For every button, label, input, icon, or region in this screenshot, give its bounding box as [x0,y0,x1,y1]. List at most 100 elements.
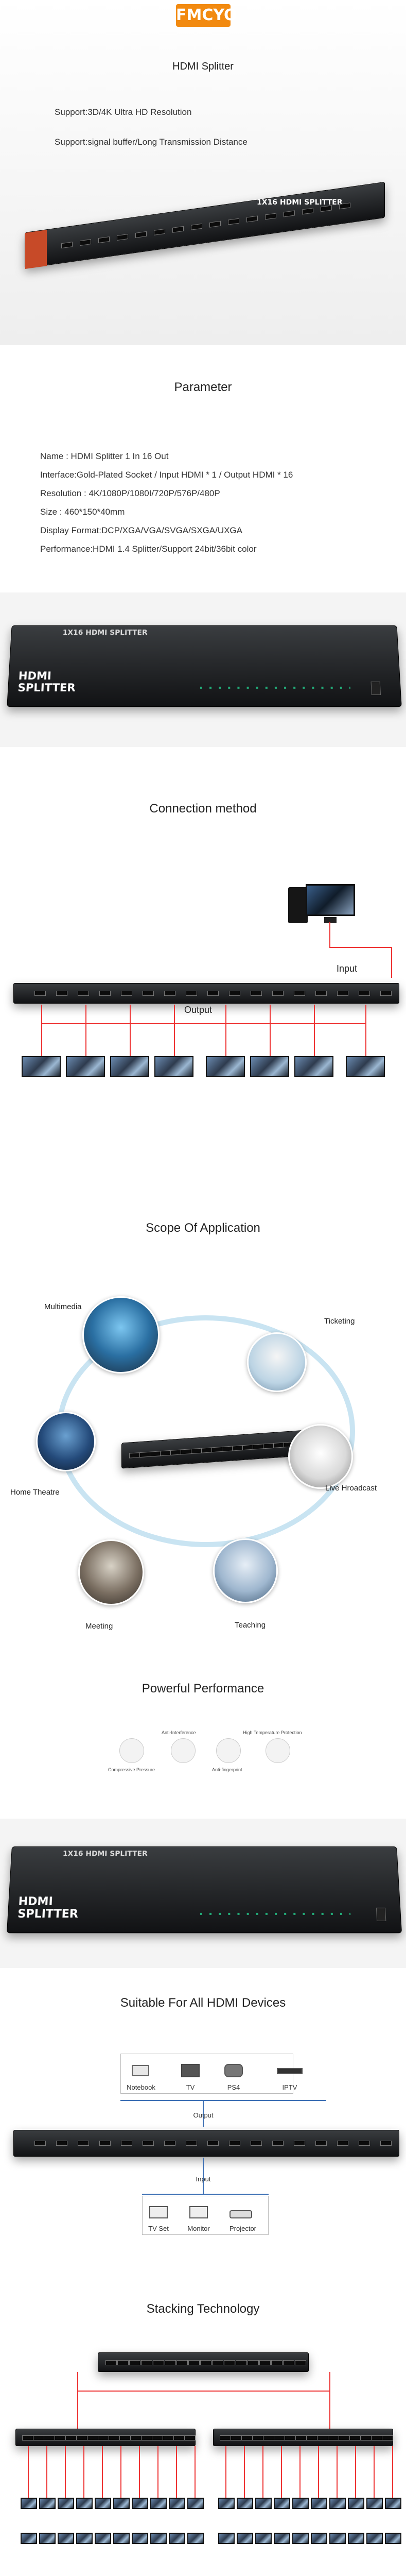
hdmi-port [117,2360,129,2365]
anti-fingerprint-icon [216,1738,241,1763]
perf-label-anti-interference: Anti-Interference [162,1730,196,1735]
hdmi-port [337,2141,348,2146]
display-monitor [311,2498,327,2509]
display-monitor [169,2533,185,2544]
input-wire-h [329,947,392,948]
output-cable [83,2446,84,2498]
display-monitor [348,2533,364,2544]
stack-wire-h [77,2391,329,2392]
display-monitor [366,2533,383,2544]
hdmi-port [359,2141,370,2146]
output-cable [244,2446,245,2498]
display-monitor [329,2533,346,2544]
hdmi-port [165,2360,176,2365]
hdmi-port [263,2435,274,2441]
performance-title: Powerful Performance [142,1682,264,1696]
display-monitor [274,2498,290,2509]
hdmi-port [220,2435,231,2441]
output-cable [46,2446,47,2498]
hdmi-port [188,2360,200,2365]
hdmi-port [170,1449,182,1455]
hdmi-port [130,2435,142,2441]
scope-label-live-broadcast: Live Hroadcast [325,1484,377,1493]
hdmi-port [176,2360,188,2365]
display-monitor [22,1056,61,1077]
hdmi-port [241,2435,253,2441]
hdmi-port [229,2141,240,2146]
output-cable [365,1005,366,1056]
param-device: 1X16 HDMI SPLITTER HDMI SPLITTER [7,625,402,707]
hdmi-port [154,228,165,235]
hdmi-port [272,2141,284,2146]
output-cable [355,2446,356,2498]
monitor-icon [189,2206,208,2218]
hdmi-port [22,2435,33,2441]
param-device-top-label: 1X16 HDMI SPLITTER [62,629,148,637]
hdmi-port [209,221,221,228]
output-cable [262,2446,263,2498]
hdmi-port [119,2435,131,2441]
hdmi-port [55,2435,66,2441]
device-label-ps4: PS4 [227,2083,240,2091]
display-monitor [311,2533,327,2544]
hdmi-port [251,2141,262,2146]
param-device-led-row [200,686,350,689]
hdmi-port [164,2141,175,2146]
display-monitor [21,2498,37,2509]
perf-label-compressive: Compressive Pressure [108,1767,155,1772]
hdmi-port [207,2141,219,2146]
display-monitor [292,2533,309,2544]
pc-stand [324,917,337,923]
hdmi-port [382,2435,393,2441]
hdmi-port [56,991,67,996]
high-temperature-icon [266,1738,290,1763]
hdmi-port [371,2435,382,2441]
hdmi-port [229,991,240,996]
hdmi-port [315,991,327,996]
output-cable [392,2446,393,2498]
perf-label-high-temp: High Temperature Protection [243,1730,302,1735]
display-monitor [218,2533,235,2544]
scope-label-ticketing: Ticketing [324,1317,355,1326]
hdmi-port [121,991,132,996]
compressive-pressure-icon [119,1738,144,1763]
hdmi-port [224,2360,235,2365]
anti-interference-icon [171,1738,196,1763]
device-label-tv: TV [186,2083,195,2091]
display-monitor [132,2533,148,2544]
display-monitor [169,2498,185,2509]
connection-title: Connection method [149,802,257,816]
hdmi-port [321,205,332,212]
hdmi-port [153,2360,164,2365]
hdmi-port [172,226,184,233]
output-cable [176,2446,177,2498]
tv-set-icon [149,2206,168,2218]
hdmi-port [236,2360,247,2365]
input-line-v [203,2158,204,2194]
scope-live-broadcast-image [288,1424,353,1489]
notebook-icon [132,2065,149,2076]
display-monitor [250,1056,289,1077]
output-cable [130,1005,131,1056]
compat-title: Suitable For All HDMI Devices [120,1996,286,2010]
perf-device-top-label: 1X16 HDMI SPLITTER [62,1850,148,1858]
hdmi-port [34,2141,46,2146]
hdmi-port [294,991,305,996]
display-monitor [218,2498,235,2509]
hdmi-port [191,223,202,230]
hero-title: HDMI Splitter [172,61,234,72]
hdmi-port [315,2141,327,2146]
hdmi-port [98,2435,109,2441]
output-cable [65,2446,66,2498]
parameter-title: Parameter [174,380,232,394]
hdmi-port [339,2435,350,2441]
output-cable [28,2446,29,2498]
scope-label-multimedia: Multimedia [44,1302,82,1311]
param-line-1: Name : HDMI Splitter 1 In 16 Out [40,451,169,461]
compat-device [13,2130,399,2157]
output-cable [281,2446,282,2498]
hdmi-port [184,2435,196,2441]
hdmi-port [349,2435,361,2441]
hdmi-port [251,991,262,996]
hdmi-port [139,1451,151,1458]
